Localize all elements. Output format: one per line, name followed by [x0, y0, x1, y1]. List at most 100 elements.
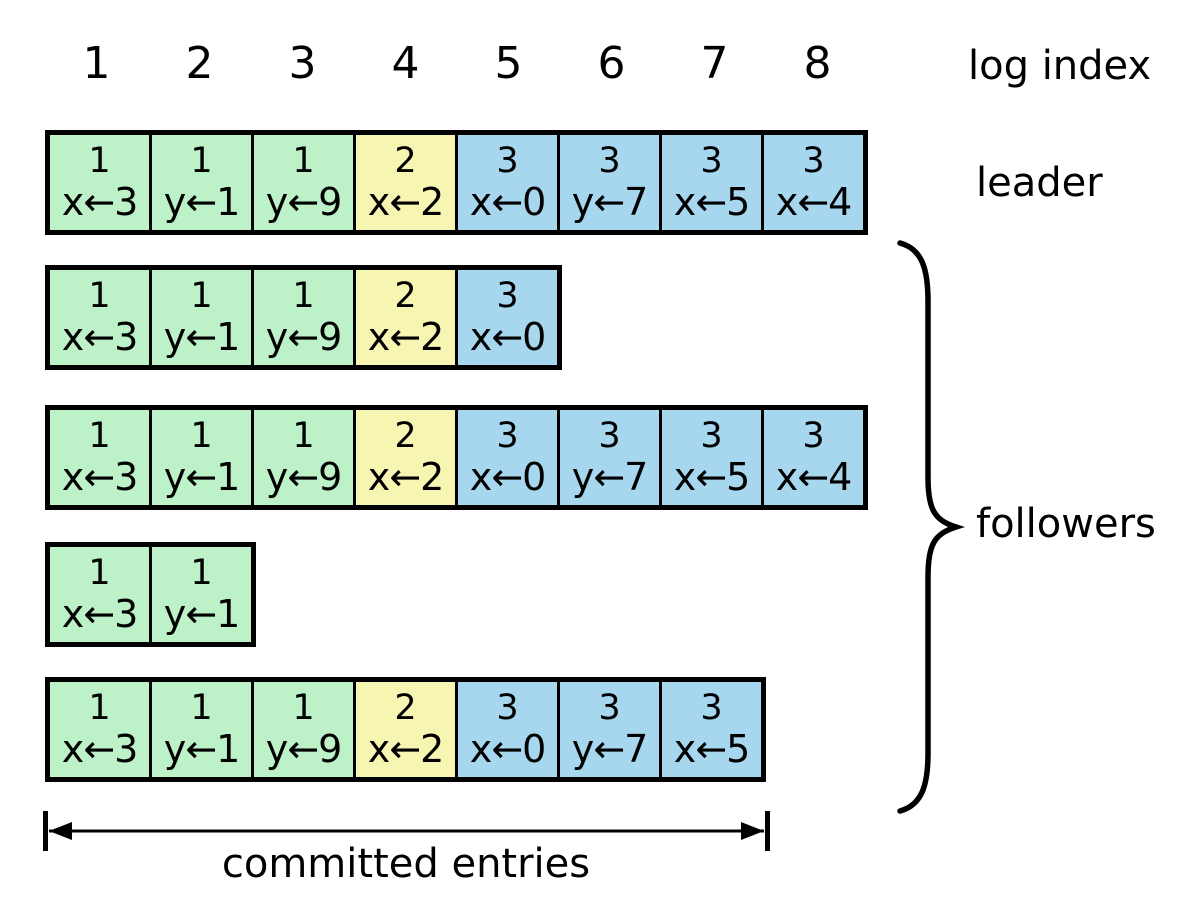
log-index-number: 1	[82, 38, 111, 89]
entry-term: 1	[292, 416, 315, 457]
entry-command: x←4	[775, 454, 853, 499]
entry-term: 1	[190, 688, 213, 729]
entry-command: y←1	[163, 179, 241, 224]
followers-label: followers	[976, 501, 1156, 547]
entry-term: 1	[292, 141, 315, 182]
entry-term: 3	[496, 276, 519, 317]
entry-term: 1	[88, 141, 111, 182]
committed-entries-label: committed entries	[221, 841, 591, 887]
entry-term: 1	[88, 416, 111, 457]
committed-span-arrow	[43, 811, 770, 851]
entry-command: y←9	[265, 314, 343, 359]
entry-command: x←5	[673, 454, 751, 499]
entry-command: y←7	[571, 726, 649, 771]
entry-term: 3	[700, 416, 723, 457]
entry-term: 3	[700, 688, 723, 729]
log-index-number: 7	[700, 38, 729, 89]
entry-term: 1	[292, 688, 315, 729]
log-index-number: 8	[803, 38, 832, 89]
log-index-number: 2	[185, 38, 214, 89]
entry-term: 1	[292, 276, 315, 317]
entry-command: x←3	[61, 591, 139, 636]
entry-term: 1	[190, 553, 213, 594]
entry-term: 1	[190, 141, 213, 182]
entry-term: 3	[496, 141, 519, 182]
entry-term: 3	[598, 416, 621, 457]
entry-command: y←9	[265, 179, 343, 224]
entry-term: 2	[394, 416, 417, 457]
entry-term: 1	[190, 416, 213, 457]
entry-term: 3	[496, 416, 519, 457]
entry-term: 3	[802, 416, 825, 457]
entry-command: x←2	[367, 454, 445, 499]
log-index-number: 4	[391, 38, 420, 89]
entry-term: 3	[598, 141, 621, 182]
entry-term: 2	[394, 276, 417, 317]
entry-command: x←0	[469, 314, 547, 359]
entry-term: 3	[598, 688, 621, 729]
entry-command: x←4	[775, 179, 853, 224]
log-index-number: 6	[597, 38, 626, 89]
entry-term: 2	[394, 141, 417, 182]
entry-command: x←2	[367, 314, 445, 359]
entry-command: x←2	[367, 726, 445, 771]
entry-command: y←7	[571, 454, 649, 499]
entry-command: x←0	[469, 179, 547, 224]
entry-term: 1	[190, 276, 213, 317]
entry-term: 2	[394, 688, 417, 729]
entry-command: y←1	[163, 726, 241, 771]
entry-term: 3	[802, 141, 825, 182]
entry-command: x←2	[367, 179, 445, 224]
entry-term: 1	[88, 553, 111, 594]
log-index-number: 3	[288, 38, 317, 89]
entry-command: x←3	[61, 454, 139, 499]
entry-command: y←9	[265, 726, 343, 771]
entry-term: 1	[88, 276, 111, 317]
entry-term: 3	[496, 688, 519, 729]
leader-label: leader	[976, 160, 1103, 206]
entry-command: x←5	[673, 179, 751, 224]
entry-command: x←0	[469, 454, 547, 499]
log-index-label: log index	[968, 43, 1152, 89]
entry-command: y←1	[163, 314, 241, 359]
entry-command: y←1	[163, 454, 241, 499]
entry-command: x←3	[61, 314, 139, 359]
entry-command: x←3	[61, 726, 139, 771]
followers-brace-icon	[897, 240, 965, 814]
entry-command: y←7	[571, 179, 649, 224]
